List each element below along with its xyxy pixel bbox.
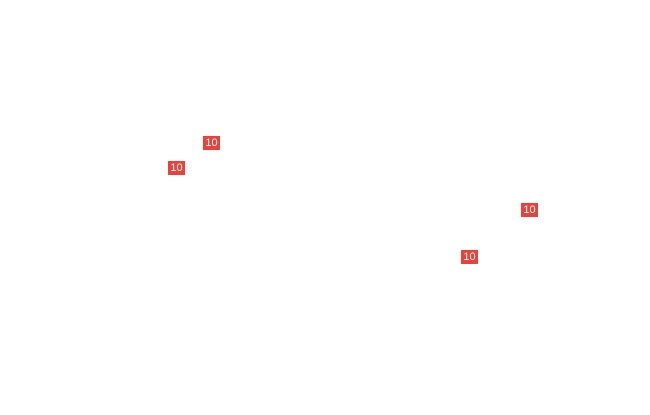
map-marker-badge[interactable]: 10 [168, 161, 185, 175]
map-marker-badge[interactable]: 10 [203, 136, 220, 150]
map-marker-badge[interactable]: 10 [461, 250, 478, 264]
map-marker-badge[interactable]: 10 [521, 203, 538, 217]
